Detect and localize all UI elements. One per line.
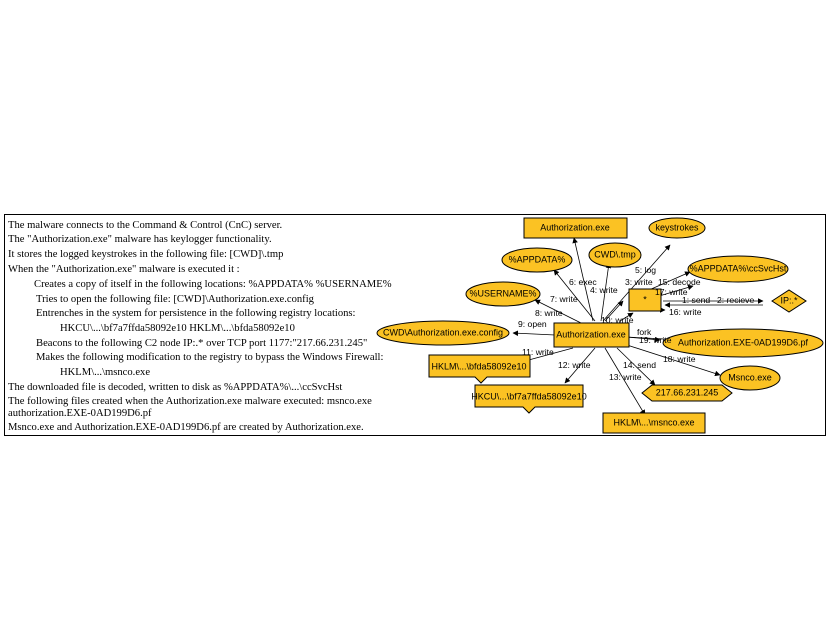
- edge-label: 15: decode: [658, 277, 701, 287]
- node-label: %USERNAME%: [469, 288, 536, 298]
- node-label: IP:.*: [780, 295, 798, 305]
- edge-label: 4: write: [590, 285, 618, 295]
- node-hklm-bfda: HKLM\...\bfda58092e10: [428, 354, 531, 384]
- edge-line: [602, 244, 671, 322]
- edge-label: fork: [637, 327, 652, 337]
- node-ip-wildcard: IP:.*: [771, 289, 807, 313]
- report-line: The malware connects to the Command & Co…: [8, 220, 283, 231]
- edge-label: 1: send: [682, 295, 710, 305]
- edge-line: [534, 299, 586, 326]
- report-line: Makes the following modification to the …: [36, 352, 384, 363]
- node-label: *: [643, 294, 647, 304]
- edge-line: [616, 347, 656, 386]
- report-line: HKLM\...\msnco.exe: [60, 367, 151, 378]
- report-frame: The malware connects to the Command & Co…: [4, 214, 826, 436]
- node-label: keystrokes: [655, 222, 699, 232]
- node-appdata-ccsvchst: %APPDATA%\ccSvcHst: [687, 255, 789, 283]
- edge-label: 13: write: [609, 372, 642, 382]
- edge-line: [604, 347, 646, 416]
- node-pf: Authorization.EXE-0AD199D6.pf: [662, 328, 824, 358]
- edge-label: 14: send: [623, 360, 656, 370]
- edge-label: 10: write: [601, 315, 634, 325]
- report-line: The "Authorization.exe" malware has keyl…: [8, 234, 272, 245]
- node-label: %APPDATA%: [509, 254, 566, 264]
- report-line: The downloaded file is decoded, written …: [8, 382, 343, 393]
- node-hkcu: HKCU\...\bf7a7ffda58092e10: [471, 384, 587, 414]
- edge-line: [512, 330, 556, 337]
- node-appdata: %APPDATA%: [501, 247, 573, 273]
- node-label: Msnco.exe: [728, 372, 772, 382]
- node-username: %USERNAME%: [465, 281, 541, 307]
- node-ip-address: 217.66.231.245: [641, 384, 733, 402]
- edge-line: [572, 237, 594, 322]
- report-line: It stores the logged keystrokes in the f…: [8, 249, 284, 260]
- edge-label: 16: write: [669, 307, 702, 317]
- node-label: Authorization.EXE-0AD199D6.pf: [678, 337, 809, 347]
- node-label: HKLM\...\msnco.exe: [613, 417, 694, 427]
- node-label: 217.66.231.245: [656, 387, 719, 397]
- node-msnco: Msnco.exe: [719, 365, 781, 391]
- edge-line: [619, 312, 634, 322]
- behavior-graph: Authorization.exe keystrokes %APPDATA% C…: [376, 217, 824, 434]
- node-label: CWD\.tmp: [594, 249, 636, 259]
- report-line: Beacons to the following C2 node IP:.* o…: [36, 338, 368, 349]
- edge-label: 7: write: [550, 294, 578, 304]
- report-line: authorization.EXE-0AD199D6.pf: [8, 408, 152, 419]
- edge-label: 12: write: [558, 360, 591, 370]
- report-line: Tries to open the following file: [CWD]\…: [36, 294, 314, 305]
- edge-line: [524, 347, 574, 363]
- node-hklm-msnco: HKLM\...\msnco.exe: [602, 412, 706, 434]
- node-authorization-exe: Authorization.exe: [523, 217, 628, 239]
- edge-label: 11: write: [522, 347, 554, 357]
- graph-edge-labels: 5: log 15: decode 6: exec 3: write 4: wr…: [518, 265, 754, 382]
- node-star: *: [628, 288, 662, 312]
- edge-label: 6: exec: [569, 277, 597, 287]
- node-label: Authorization.exe: [556, 329, 626, 339]
- edge-line: [626, 344, 721, 377]
- node-label: HKLM\...\bfda58092e10: [431, 361, 526, 371]
- node-label: CWD\Authorization.exe.config: [383, 327, 503, 337]
- node-cwd-config: CWD\Authorization.exe.config: [376, 320, 510, 346]
- edge-label: 17: write: [655, 287, 688, 297]
- node-label: Authorization.exe: [540, 222, 610, 232]
- report-line: Msnco.exe and Authorization.EXE-0AD199D6…: [8, 422, 364, 433]
- edge-line: [553, 269, 596, 322]
- edge-line: [604, 300, 624, 322]
- graph-nodes: Authorization.exe keystrokes %APPDATA% C…: [376, 217, 824, 434]
- report-line: When the "Authorization.exe" malware is …: [8, 264, 240, 275]
- node-keystrokes: keystrokes: [648, 217, 706, 239]
- edge-label: 18: write: [663, 354, 696, 364]
- edge-label: 19: write: [639, 335, 672, 345]
- report-line: Creates a copy of itself in the followin…: [34, 279, 392, 290]
- node-cwd-tmp: CWD\.tmp: [588, 242, 642, 268]
- edge-line: [648, 271, 691, 291]
- edge-label: 8: write: [535, 308, 563, 318]
- node-center-authorization-exe: Authorization.exe: [553, 322, 630, 348]
- edge-line: [600, 262, 612, 322]
- graph-edges: [512, 237, 764, 416]
- edge-label: 9: open: [518, 319, 547, 329]
- edge-label: 5: log: [635, 265, 656, 275]
- report-line: The following files created when the Aut…: [8, 396, 372, 407]
- report-line: Entrenches in the system for persistence…: [36, 308, 356, 319]
- report-line: HKCU\...\bf7a7ffda58092e10 HKLM\...\bfda…: [60, 323, 295, 334]
- edge-line: [564, 347, 596, 384]
- node-label: %APPDATA%\ccSvcHst: [690, 263, 787, 273]
- edge-label: 2: recieve: [717, 295, 754, 305]
- node-label: HKCU\...\bf7a7ffda58092e10: [471, 391, 586, 401]
- edge-label: 3: write: [625, 277, 653, 287]
